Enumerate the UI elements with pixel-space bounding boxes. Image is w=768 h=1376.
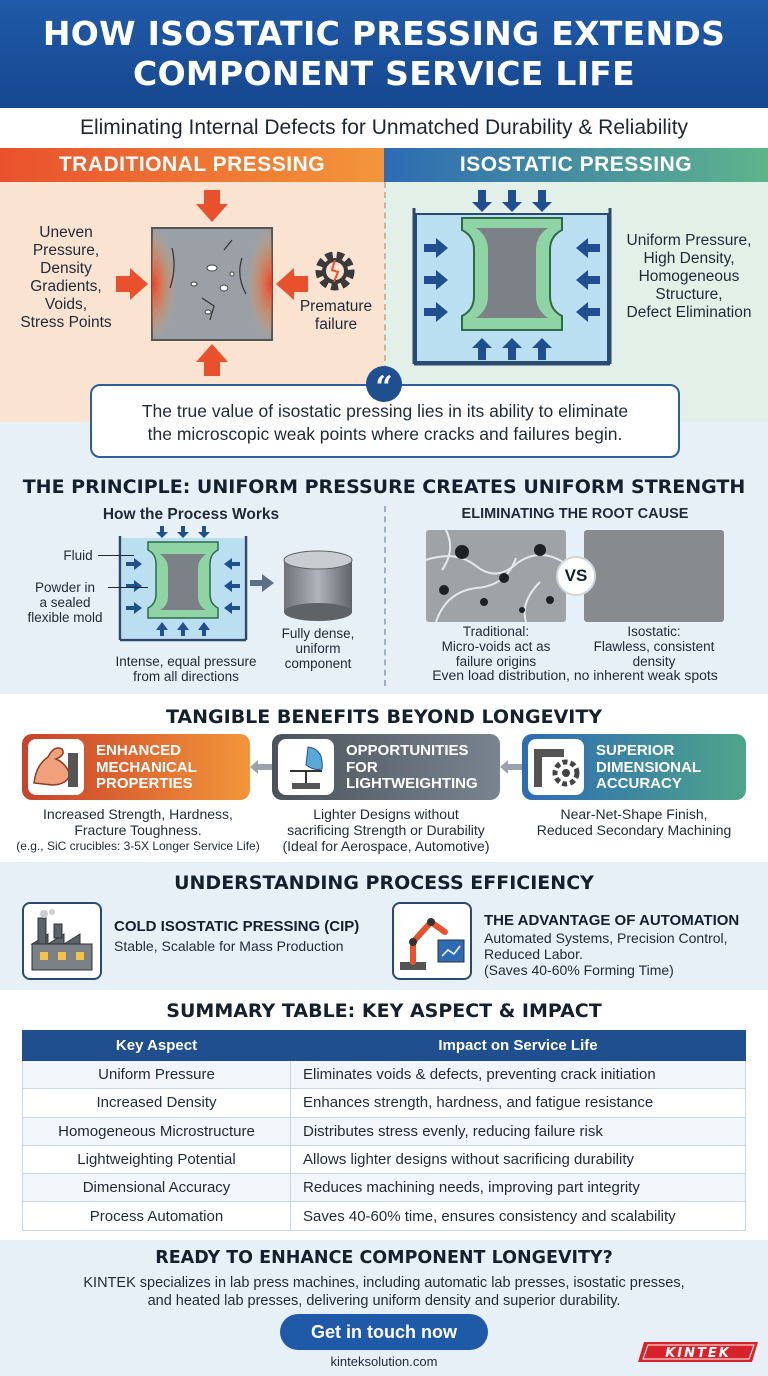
factory-icon xyxy=(22,902,102,980)
table-row: Dimensional Accuracy Reduces machining n… xyxy=(22,1173,746,1203)
uneven-pressure-block-icon xyxy=(116,190,308,376)
table-cell: Distributes stress evenly, reducing fail… xyxy=(290,1116,746,1146)
table-cell: Uniform Pressure xyxy=(22,1059,291,1090)
traditional-issues: Uneven Pressure, Density Gradients, Void… xyxy=(20,224,112,331)
benefit-title: OPPORTUNITIES FOR LIGHTWEIGHTING xyxy=(346,742,478,792)
benefits-title: TANGIBLE BENEFITS BEYOND LONGEVITY xyxy=(165,706,603,728)
efficiency-section: UNDERSTANDING PROCESS EFFICIENCY COLD IS… xyxy=(0,862,768,990)
connector-arrow-icon xyxy=(250,760,272,774)
table-row: Uniform Pressure Eliminates voids & defe… xyxy=(22,1059,746,1090)
pressure-label: Intense, equal pressure from all directi… xyxy=(115,654,257,684)
table-cell: Homogeneous Microstructure xyxy=(22,1116,291,1146)
process-title: How the Process Works xyxy=(102,506,280,523)
table-title: SUMMARY TABLE: KEY ASPECT & IMPACT xyxy=(166,1000,602,1022)
vs-badge: VS xyxy=(556,556,596,596)
cip-text: Stable, Scalable for Mass Production xyxy=(114,938,344,954)
benefit-title: SUPERIOR DIMENSIONAL ACCURACY xyxy=(596,742,701,792)
benefit-card-lightweighting: OPPORTUNITIES FOR LIGHTWEIGHTING xyxy=(272,734,500,800)
table-row: Lightweighting Potential Allows lighter … xyxy=(22,1144,746,1175)
fluid-label: Fluid xyxy=(63,548,93,563)
isostatic-caption: Isostatic: Flawless, consistent density xyxy=(593,624,715,669)
benefit-card-accuracy: SUPERIOR DIMENSIONAL ACCURACY xyxy=(522,734,746,800)
principle-section: THE PRINCIPLE: UNIFORM PRESSURE CREATES … xyxy=(0,466,768,694)
cta-title: READY TO ENHANCE COMPONENT LONGEVITY? xyxy=(155,1248,613,1268)
table-cell: Process Automation xyxy=(22,1201,291,1231)
process-vessel-icon xyxy=(118,526,248,642)
table-row: Homogeneous Microstructure Distributes s… xyxy=(22,1116,746,1146)
summary-table: Key Aspect Impact on Service Life Unifor… xyxy=(22,1030,746,1231)
table-cell: Enhances strength, hardness, and fatigue… xyxy=(290,1088,746,1118)
table-cell: Eliminates voids & defects, preventing c… xyxy=(290,1059,746,1090)
dense-component-label: Fully dense, uniform component xyxy=(281,626,355,671)
svg-text:KINTEK: KINTEK xyxy=(665,1346,731,1361)
isostatic-microstructure-image xyxy=(584,530,724,622)
table-row: Process Automation Saves 40-60% time, en… xyxy=(22,1201,746,1231)
benefit-desc-accuracy: Near-Net-Shape Finish, Reduced Secondary… xyxy=(536,806,732,838)
dense-cylinder-icon xyxy=(283,550,353,621)
traditional-heading: TRADITIONAL PRESSING xyxy=(0,148,384,182)
section-divider xyxy=(384,506,386,686)
table-cell: Lightweighting Potential xyxy=(22,1144,291,1175)
isostatic-advantages: Uniform Pressure, High Density, Homogene… xyxy=(626,232,752,321)
powder-label: Powder in a sealed flexible mold xyxy=(27,580,103,625)
traditional-microstructure-image xyxy=(426,530,566,622)
broken-gear-icon xyxy=(315,251,355,291)
page-title: HOW ISOSTATIC PRESSING EXTENDS COMPONENT… xyxy=(42,14,726,93)
benefit-title: ENHANCED MECHANICAL PROPERTIES xyxy=(96,742,197,792)
kintek-logo: KINTEK xyxy=(638,1342,758,1362)
isostatic-panel: Uniform Pressure, High Density, Homogene… xyxy=(384,182,768,422)
table-cell: Reduces machining needs, improving part … xyxy=(290,1173,746,1203)
benefit-desc-lightweighting: Lighter Designs without sacrificing Stre… xyxy=(282,806,490,854)
table-cell: Allows lighter designs without sacrifici… xyxy=(290,1144,746,1175)
benefit-desc-mechanical: Increased Strength, Hardness, Fracture T… xyxy=(16,806,260,853)
automation-text: Automated Systems, Precision Control, Re… xyxy=(484,930,728,978)
premature-failure-label: Premature failure xyxy=(299,298,373,333)
automation-title: THE ADVANTAGE OF AUTOMATION xyxy=(484,912,740,929)
robot-arm-icon xyxy=(392,902,472,980)
table-cell: Dimensional Accuracy xyxy=(22,1173,291,1203)
arrow-right-icon xyxy=(250,574,274,592)
isostatic-heading: ISOSTATIC PRESSING xyxy=(384,148,768,182)
table-cell: Saves 40-60% time, ensures consistency a… xyxy=(290,1201,746,1231)
cta-section: READY TO ENHANCE COMPONENT LONGEVITY? KI… xyxy=(0,1240,768,1376)
benefits-section: TANGIBLE BENEFITS BEYOND LONGEVITY ENHAN… xyxy=(0,694,768,862)
traditional-caption: Traditional: Micro-voids act as failure … xyxy=(441,624,551,669)
powder-pointer xyxy=(108,587,148,588)
table-header: Impact on Service Life xyxy=(290,1030,746,1061)
subtitle: Eliminating Internal Defects for Unmatch… xyxy=(0,108,768,148)
cta-text: KINTEK specializes in lab press machines… xyxy=(83,1275,685,1309)
traditional-panel: Uneven Pressure, Density Gradients, Void… xyxy=(0,182,384,422)
caliper-gear-icon xyxy=(528,739,584,795)
load-distribution-note: Even load distribution, no inherent weak… xyxy=(432,667,718,683)
efficiency-title: UNDERSTANDING PROCESS EFFICIENCY xyxy=(174,872,594,894)
feather-scale-icon xyxy=(278,739,334,795)
cip-title: COLD ISOSTATIC PRESSING (CIP) xyxy=(114,918,360,935)
table-cell: Increased Density xyxy=(22,1088,291,1118)
root-cause-title: ELIMINATING THE ROOT CAUSE xyxy=(461,506,689,522)
summary-table-section: SUMMARY TABLE: KEY ASPECT & IMPACT Key A… xyxy=(0,990,768,1240)
isostatic-vessel-icon xyxy=(412,190,612,366)
quote-mark-icon: “ xyxy=(366,366,402,405)
connector-arrow-icon xyxy=(500,760,522,774)
header: HOW ISOSTATIC PRESSING EXTENDS COMPONENT… xyxy=(0,0,768,108)
benefit-card-mechanical: ENHANCED MECHANICAL PROPERTIES xyxy=(22,734,250,800)
website-link[interactable]: kinteksolution.com xyxy=(330,1354,438,1369)
get-in-touch-button[interactable]: Get in touch now xyxy=(280,1314,488,1350)
table-row: Increased Density Enhances strength, har… xyxy=(22,1088,746,1118)
table-header-row: Key Aspect Impact on Service Life xyxy=(22,1030,746,1061)
muscle-arm-icon xyxy=(28,739,84,795)
principle-title: THE PRINCIPLE: UNIFORM PRESSURE CREATES … xyxy=(22,476,746,498)
table-header: Key Aspect xyxy=(22,1030,291,1061)
fluid-pointer xyxy=(98,555,134,556)
